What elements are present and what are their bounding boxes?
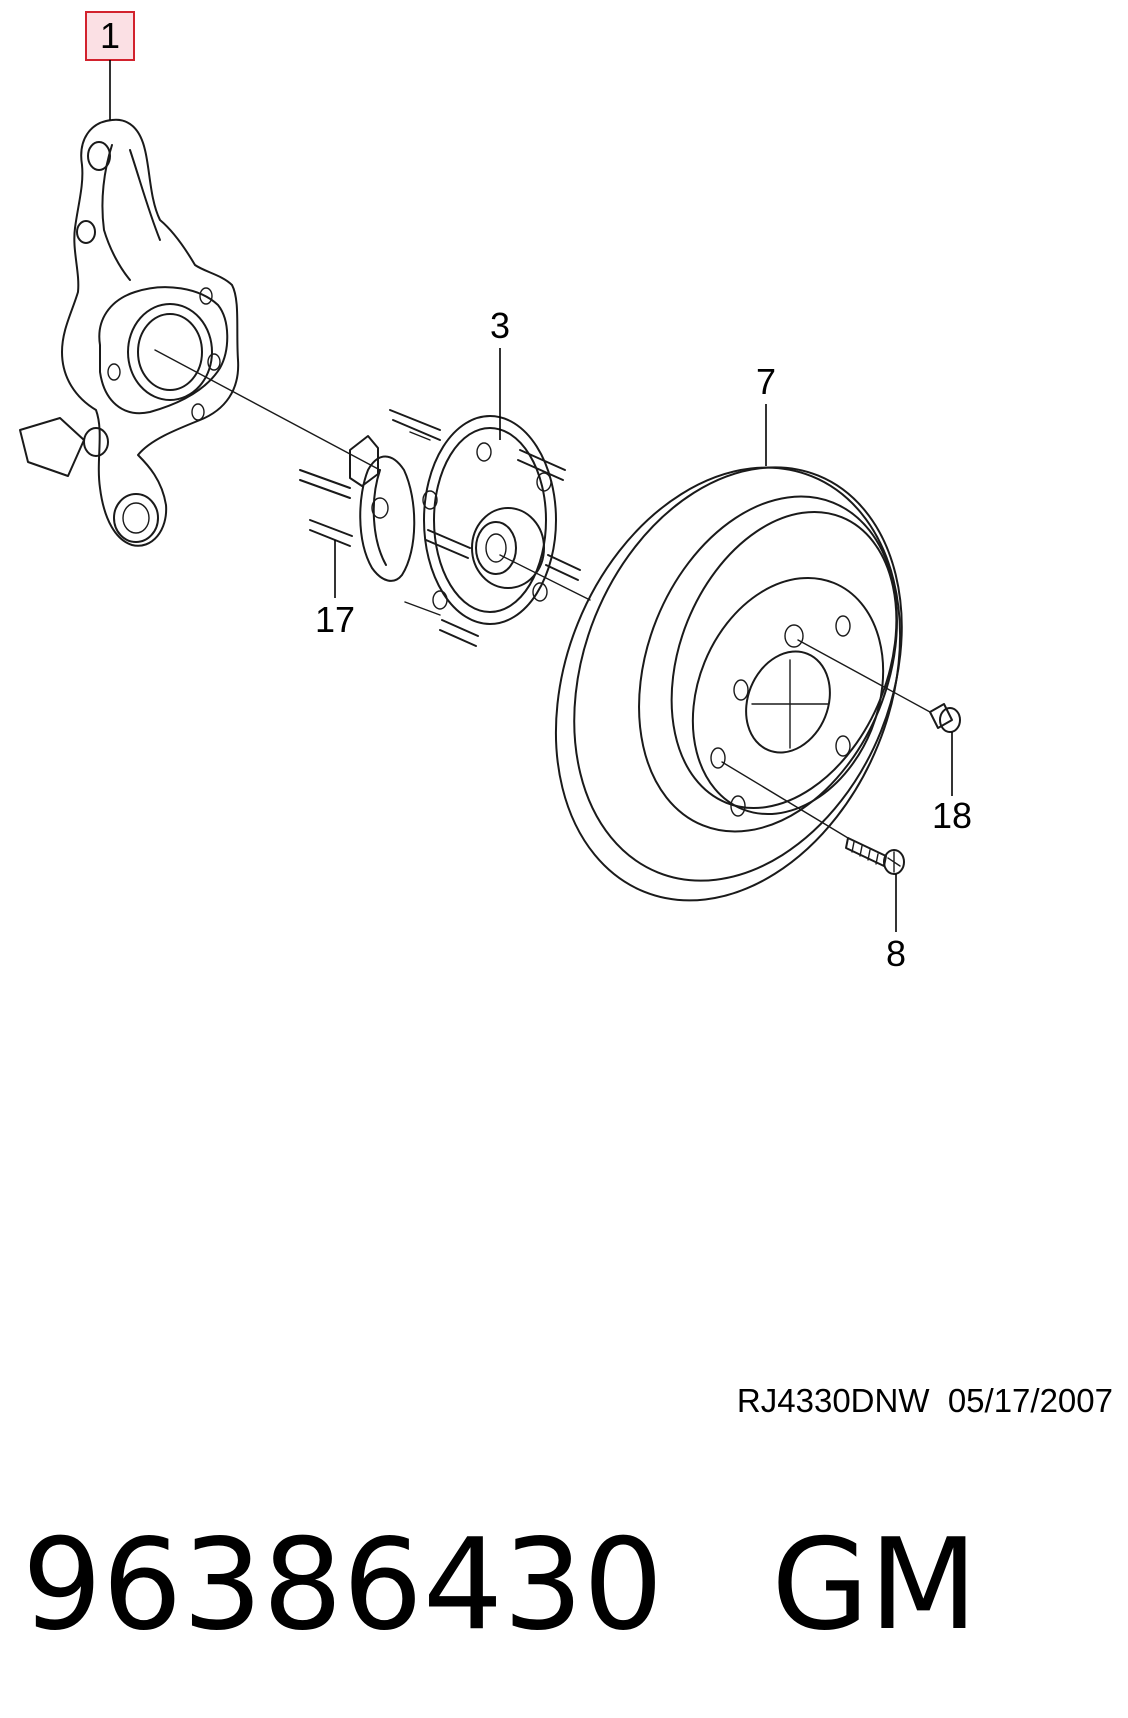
callout-17[interactable]: 17 [315, 540, 355, 640]
callout-1[interactable]: 1 [85, 11, 135, 120]
callout-1-label: 1 [100, 15, 120, 56]
hub-bearing-assembly[interactable] [299, 409, 591, 647]
callout-8-label: 8 [886, 933, 906, 974]
steering-knuckle[interactable] [19, 118, 381, 547]
part-number-line: 96386430 GM [22, 1510, 978, 1660]
callout-18[interactable]: 18 [932, 732, 972, 836]
wheel-studs [299, 409, 581, 647]
callout-17-label: 17 [315, 599, 355, 640]
drawing-code: RJ4330DNW [736, 1382, 930, 1419]
manufacturer: GM [771, 1511, 978, 1658]
brake-disc[interactable] [494, 416, 962, 953]
callout-3[interactable]: 3 [490, 305, 510, 440]
callout-3-label: 3 [490, 305, 510, 346]
drawing-date: 05/17/2007 [947, 1382, 1113, 1419]
callout-18-label: 18 [932, 795, 972, 836]
disc-screw-long[interactable] [721, 761, 905, 875]
disc-retaining-screw-small[interactable] [797, 639, 961, 733]
part-number: 96386430 [22, 1511, 664, 1658]
callout-7[interactable]: 7 [756, 361, 776, 466]
callout-7-label: 7 [756, 361, 776, 402]
callout-8[interactable]: 8 [886, 874, 906, 974]
drawing-reference: RJ4330DNW 05/17/2007 [688, 1382, 1113, 1420]
